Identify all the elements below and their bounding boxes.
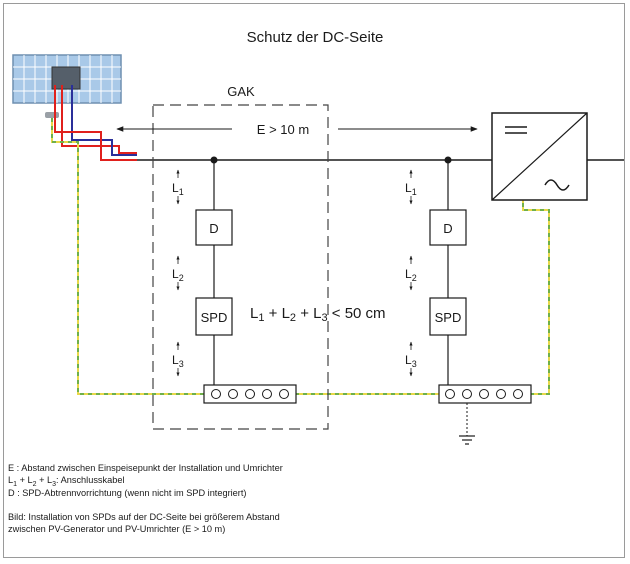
gak-label: GAK xyxy=(227,84,255,99)
legend-e: E : Abstand zwischen Einspeisepunkt der … xyxy=(8,463,283,473)
left-spd-branch: D SPD L1 L2 L3 xyxy=(172,156,297,404)
solar-panel-icon xyxy=(12,54,122,118)
spd-label: SPD xyxy=(435,310,462,325)
cable-l1-label: L1 xyxy=(405,181,417,197)
diagram-title: Schutz der DC-Seite xyxy=(247,29,384,46)
ground-symbol-icon xyxy=(459,403,475,445)
earth-conductor xyxy=(51,118,550,395)
distance-indicator: E > 10 m xyxy=(116,122,478,137)
cable-l2-label: L2 xyxy=(405,267,417,283)
cable-l2-label: L2 xyxy=(172,267,184,283)
disconnector-label: D xyxy=(443,221,452,236)
length-formula: L1 + L2 + L3 < 50 cm xyxy=(250,305,386,324)
disconnector-label: D xyxy=(209,221,218,236)
right-spd-branch: D SPD L1 L2 L3 xyxy=(405,156,532,445)
caption-line-1: Bild: Installation von SPDs auf der DC-S… xyxy=(8,512,280,522)
legend-l: L1 + L2 + L3: Anschlusskabel xyxy=(8,475,125,488)
diagram-frame xyxy=(3,3,625,558)
dc-cables xyxy=(54,85,137,161)
cable-l1-label: L1 xyxy=(172,181,184,197)
distance-label: E > 10 m xyxy=(257,122,309,137)
spd-label: SPD xyxy=(201,310,228,325)
gak-enclosure xyxy=(152,104,329,430)
cable-l3-label: L3 xyxy=(172,353,184,369)
disconnector-box xyxy=(429,209,467,246)
spd-box xyxy=(195,297,233,336)
dc-ac-inverter-icon xyxy=(491,112,588,201)
cable-l3-label: L3 xyxy=(405,353,417,369)
legend-d: D : SPD-Abtrennvorrichtung (wenn nicht i… xyxy=(8,488,247,498)
caption-line-2: zwischen PV-Generator und PV-Umrichter (… xyxy=(8,524,226,534)
